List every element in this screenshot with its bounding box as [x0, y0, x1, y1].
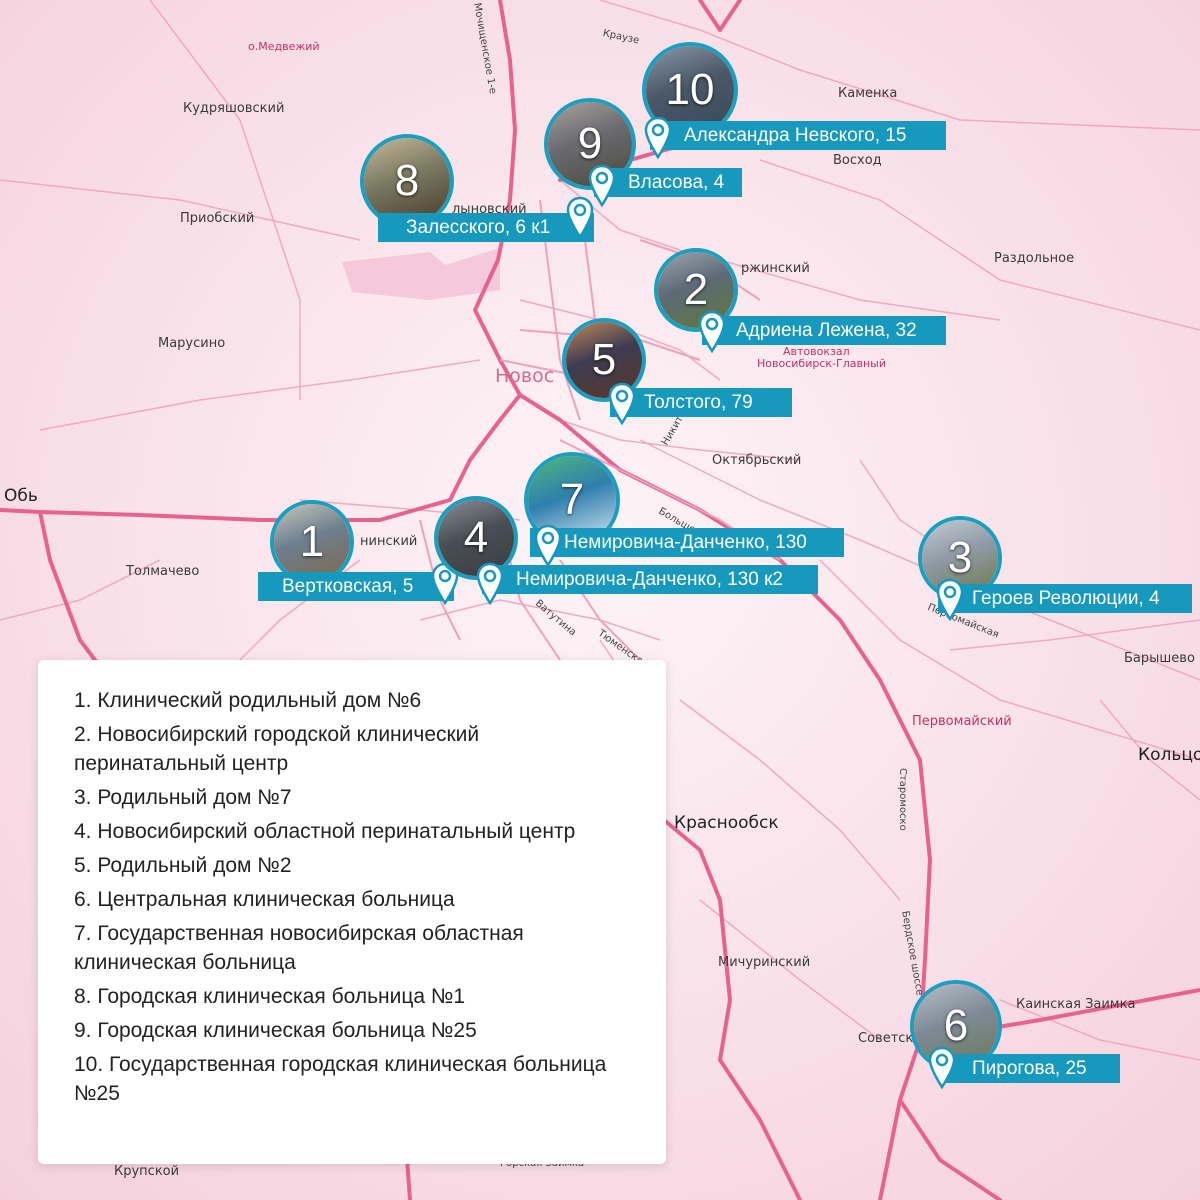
place-label-priobsky: Приобский — [180, 211, 255, 226]
marker-number: 5 — [591, 335, 617, 384]
address-label-1[interactable]: Вертковская, 5 — [258, 572, 454, 601]
place-label-kamenka: Каменка — [838, 86, 898, 101]
hospital-legend: 1. Клинический родильный дом №6 2. Новос… — [38, 660, 666, 1164]
marker-number: 1 — [299, 517, 325, 566]
hospital-photo-4[interactable]: 4 — [434, 496, 518, 580]
legend-item-3: 3. Родильный дом №7 — [74, 786, 292, 809]
place-label-michurinsky: Мичуринский — [718, 955, 811, 970]
map-pin-icon[interactable] — [936, 578, 964, 622]
street-label-staromoskovskoe: Старомоско — [897, 768, 908, 831]
legend-item-2: 2. Новосибирский городской клинический п… — [74, 723, 480, 775]
map-pin-icon[interactable] — [588, 164, 616, 208]
hospital-photo-8[interactable]: 8 — [360, 134, 454, 228]
place-label-ob: Обь — [4, 486, 38, 506]
place-label-tolmachevo: Толмачево — [126, 564, 200, 579]
industrial-area — [342, 248, 500, 300]
place-label-leninsky: нинский — [360, 534, 418, 549]
place-label-krasnoobsk: Краснообск — [674, 813, 779, 833]
place-label-kainskaya: Каинская Заимка — [1016, 997, 1136, 1012]
place-label-razdolnoe: Раздольное — [994, 251, 1075, 266]
marker-number: 4 — [463, 513, 489, 562]
place-label-marusino: Марусино — [158, 336, 226, 351]
address-label-9[interactable]: Власова, 4 — [594, 168, 742, 197]
place-label-avtovokzal: Автовокзал — [783, 345, 850, 358]
marker-number: 8 — [394, 156, 420, 205]
legend-item-10: 10. Государственная городская клиническа… — [74, 1053, 607, 1105]
map-pin-icon[interactable] — [928, 1046, 956, 1090]
legend-item-4: 4. Новосибирский областной перинатальный… — [74, 820, 576, 843]
address-label-7[interactable]: Немировича-Данченко, 130 — [530, 528, 844, 557]
marker-number: 2 — [683, 265, 709, 314]
place-label-avtovokzal-2: Новосибирск-Главный — [757, 357, 886, 370]
address-label-4[interactable]: Немировича-Данченко, 130 к2 — [482, 565, 818, 594]
legend-item-8: 8. Городская клиническая больница №1 — [74, 985, 466, 1008]
legend-item-6: 6. Центральная клиническая больница — [74, 888, 455, 911]
address-label-6[interactable]: Пирогова, 25 — [938, 1054, 1120, 1083]
legend-item-7: 7. Государственная новосибирская областн… — [74, 922, 524, 974]
map-pin-icon[interactable] — [476, 562, 504, 606]
legend-item-5: 5. Родильный дом №2 — [74, 854, 292, 877]
marker-number: 3 — [947, 533, 973, 582]
legend-item-1: 1. Клинический родильный дом №6 — [74, 689, 422, 712]
map-pin-icon[interactable] — [608, 382, 636, 426]
map-pin-icon[interactable] — [698, 310, 726, 354]
address-label-10[interactable]: Александра Невского, 15 — [650, 121, 946, 150]
place-label-krupskoy: Крупской — [114, 1164, 180, 1179]
place-label-oktyabrsky: Октябрьский — [712, 453, 802, 468]
legend-item-9: 9. Городская клиническая больница №25 — [74, 1019, 477, 1042]
place-label-pervomaysky: Первомайский — [912, 714, 1012, 729]
place-label-koltsovo: Кольцо — [1138, 745, 1200, 765]
building-photo — [364, 138, 450, 224]
building-photo — [274, 504, 350, 580]
place-label-kudryashovsky: Кудряшовский — [183, 101, 285, 116]
place-label-voskhod: Восход — [833, 153, 882, 168]
place-label-baryshevo: Барышево — [1124, 651, 1195, 666]
address-label-8[interactable]: Залесского, 6 к1 — [378, 213, 594, 242]
place-label-medvezhiy: о.Медвежий — [248, 40, 320, 53]
address-label-3[interactable]: Героев Революции, 4 — [938, 584, 1192, 613]
marker-number: 7 — [559, 475, 585, 524]
building-photo — [438, 500, 514, 576]
place-label-dzerzhinsky: ржинский — [741, 261, 810, 276]
address-label-5[interactable]: Толстого, 79 — [610, 388, 792, 417]
place-label-sovetsky: Советск — [858, 1031, 914, 1046]
marker-number: 10 — [665, 65, 715, 114]
map-pin-icon[interactable] — [644, 116, 672, 160]
address-label-2[interactable]: Адриена Лежена, 32 — [702, 316, 946, 345]
place-label-novosibirsk: Новос — [495, 365, 555, 387]
map-pin-icon[interactable] — [566, 196, 594, 240]
marker-number: 6 — [943, 1001, 969, 1050]
map-pin-icon[interactable] — [534, 524, 562, 568]
marker-number: 9 — [577, 119, 603, 168]
